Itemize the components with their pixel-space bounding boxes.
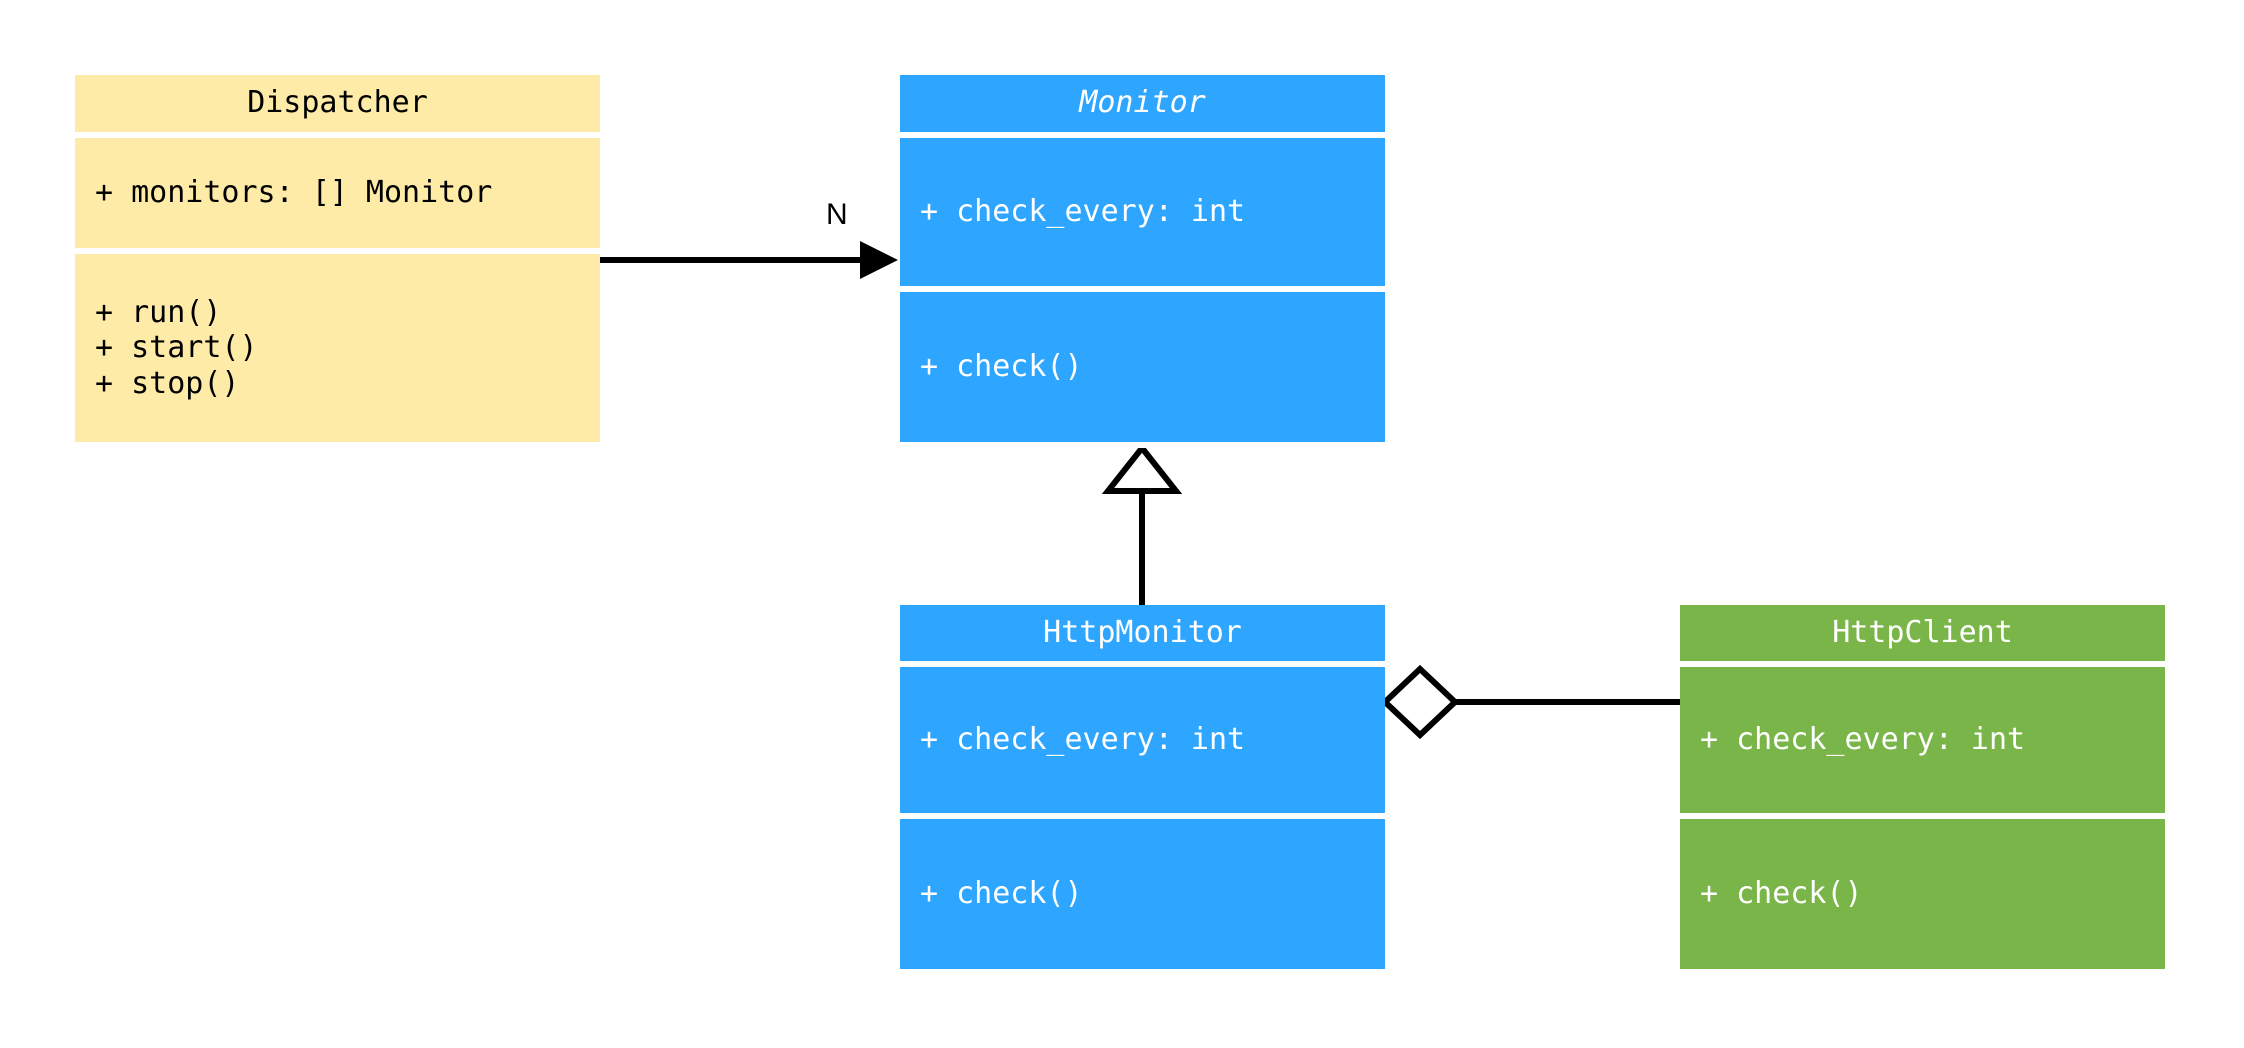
filled-arrowhead-icon bbox=[860, 241, 898, 279]
method-row: + run() bbox=[95, 295, 222, 331]
class-title-compartment: HttpMonitor bbox=[900, 605, 1385, 661]
method-row: + stop() bbox=[95, 365, 240, 401]
class-title-compartment: Monitor bbox=[900, 75, 1385, 132]
class-attributes-compartment: + check_every: int bbox=[1680, 667, 2165, 813]
class-title-compartment: Dispatcher bbox=[75, 75, 600, 132]
class-title-compartment: HttpClient bbox=[1680, 605, 2165, 661]
class-attributes-compartment: + check_every: int bbox=[900, 667, 1385, 813]
edge-dispatcher-to-monitor bbox=[600, 241, 898, 279]
attribute-row: + check_every: int bbox=[920, 194, 1246, 230]
class-box-dispatcher[interactable]: Dispatcher + monitors: [] Monitor + run(… bbox=[75, 75, 600, 448]
method-row: + start() bbox=[95, 330, 258, 366]
class-name-httpmonitor: HttpMonitor bbox=[1043, 614, 1242, 650]
class-attributes-compartment: + monitors: [] Monitor bbox=[75, 138, 600, 248]
attribute-row: + monitors: [] Monitor bbox=[95, 175, 493, 211]
method-row: + check() bbox=[920, 876, 1083, 912]
association-multiplicity-label: N bbox=[826, 198, 848, 231]
method-row: + check() bbox=[920, 349, 1083, 385]
hollow-diamond-icon bbox=[1380, 664, 1460, 740]
class-box-monitor[interactable]: Monitor + check_every: int + check() bbox=[900, 75, 1385, 448]
class-methods-compartment: + check() bbox=[900, 819, 1385, 969]
class-methods-compartment: + check() bbox=[900, 292, 1385, 442]
class-box-httpmonitor[interactable]: HttpMonitor + check_every: int + check() bbox=[900, 605, 1385, 975]
class-name-httpclient: HttpClient bbox=[1832, 614, 2013, 650]
attribute-row: + check_every: int bbox=[1700, 722, 2026, 758]
class-methods-compartment: + check() bbox=[1680, 819, 2165, 969]
method-row: + check() bbox=[1700, 876, 1863, 912]
attribute-row: + check_every: int bbox=[920, 722, 1246, 758]
class-box-httpclient[interactable]: HttpClient + check_every: int + check() bbox=[1680, 605, 2165, 975]
class-methods-compartment: + run() + start() + stop() bbox=[75, 254, 600, 442]
edge-httpmonitor-to-httpclient bbox=[1380, 664, 1680, 740]
class-attributes-compartment: + check_every: int bbox=[900, 138, 1385, 286]
class-name-monitor: Monitor bbox=[1079, 85, 1206, 121]
hollow-triangle-icon bbox=[1101, 443, 1183, 494]
edge-httpmonitor-to-monitor bbox=[1101, 443, 1183, 605]
class-name-dispatcher: Dispatcher bbox=[247, 85, 428, 121]
